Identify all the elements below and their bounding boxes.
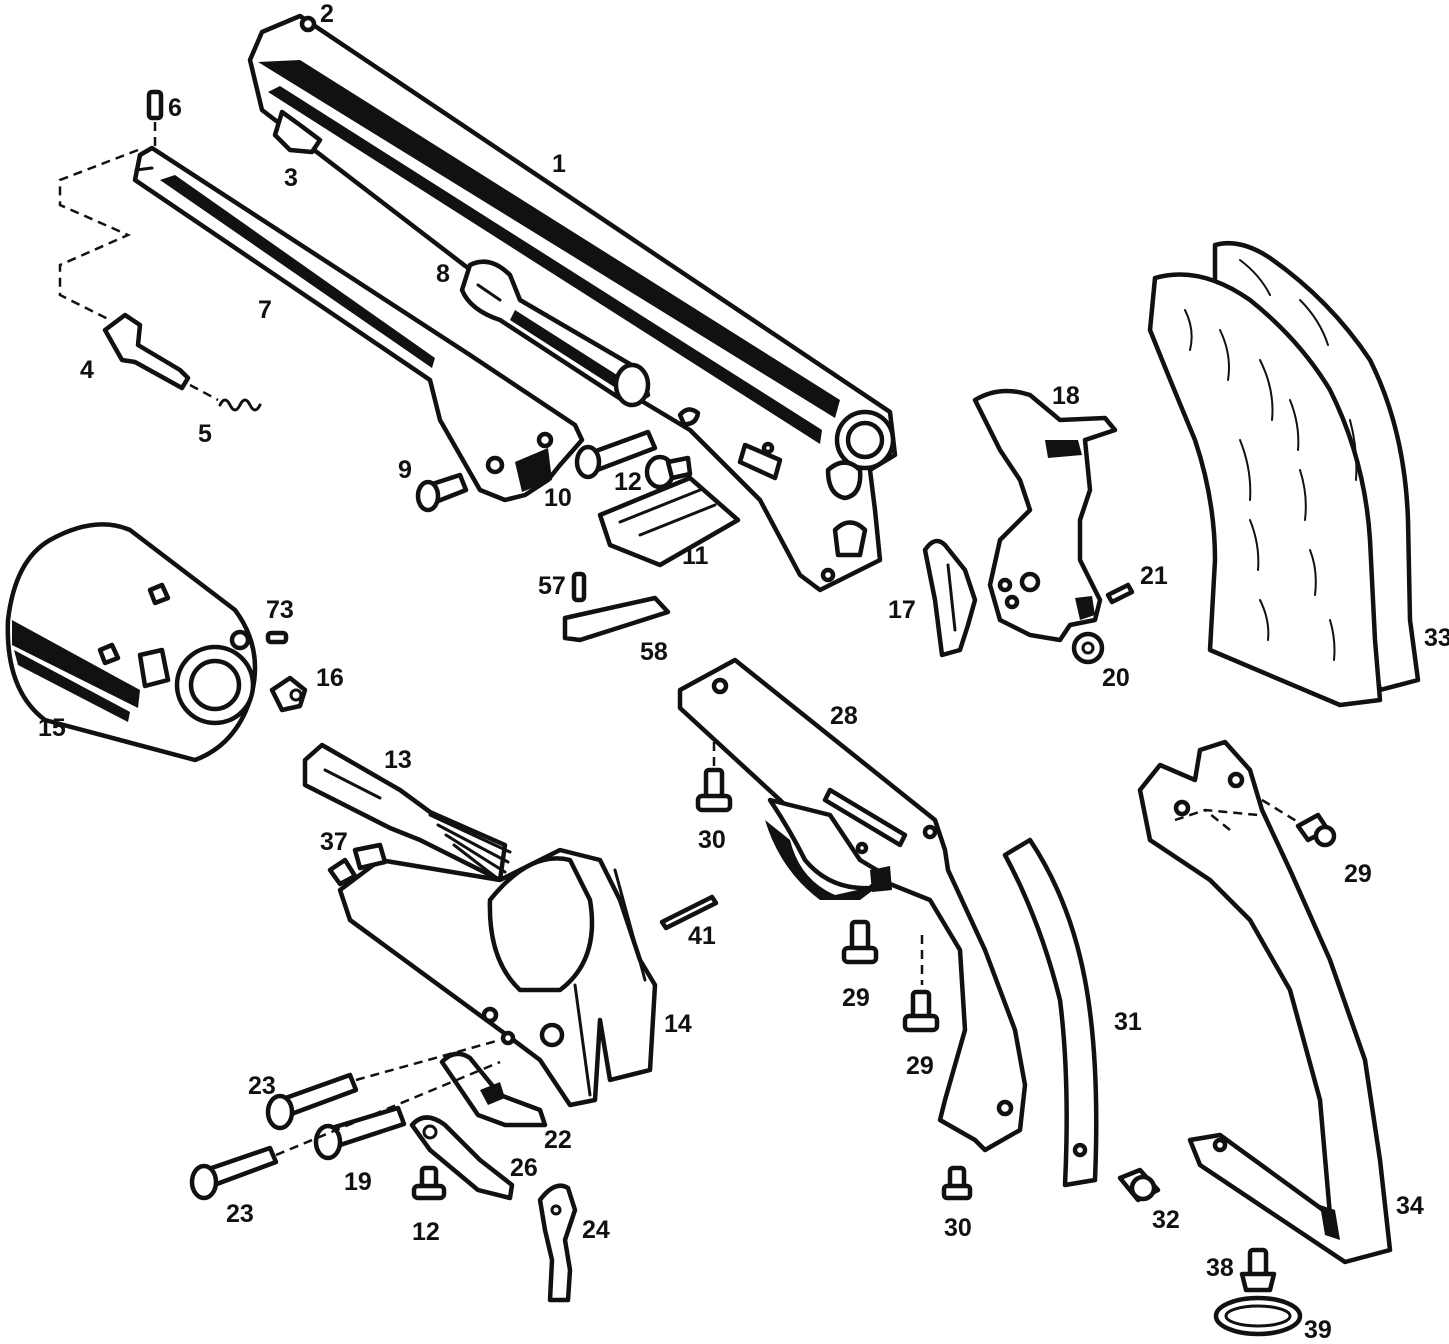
part-hammer-roll-20 [1071, 631, 1105, 665]
part-hand-17 [922, 538, 978, 658]
part-trigger-guard [677, 657, 1028, 1153]
part-screw-29-b [902, 989, 940, 1033]
part-loading-lever [132, 145, 585, 503]
part-screw-29-c [1295, 812, 1337, 848]
callout-11: 11 [682, 542, 709, 570]
callout-9: 9 [398, 456, 412, 484]
callout-23-b: 23 [226, 1200, 254, 1228]
callout-41: 41 [688, 922, 716, 950]
callout-30-b: 30 [944, 1214, 972, 1242]
part-lever-latch [102, 312, 191, 391]
callout-37: 37 [320, 828, 348, 856]
callout-5: 5 [198, 420, 212, 448]
callout-12-b: 12 [412, 1218, 440, 1246]
part-screw-12-c [411, 1165, 447, 1201]
part-grip-screw-38 [1239, 1247, 1277, 1293]
callout-31: 31 [1114, 1008, 1142, 1036]
callout-4: 4 [80, 356, 94, 384]
part-screw-23-b [189, 1145, 279, 1201]
part-bolt-22 [439, 1051, 548, 1128]
part-latch-pin [146, 89, 164, 150]
part-barrel-wedge [597, 475, 741, 568]
callout-19: 19 [344, 1168, 372, 1196]
callout-13: 13 [384, 746, 412, 774]
callout-16: 16 [316, 664, 344, 692]
part-cylinder [5, 522, 258, 763]
callout-22: 22 [544, 1126, 572, 1154]
callout-34: 34 [1396, 1192, 1424, 1220]
callout-15: 15 [38, 714, 66, 742]
part-screw-12-a [574, 429, 658, 480]
callout-26: 26 [510, 1154, 538, 1182]
part-mainspring [1002, 837, 1099, 1188]
callout-29-a: 29 [842, 984, 870, 1012]
part-frame [247, 13, 898, 593]
callout-39: 39 [1304, 1316, 1332, 1344]
callout-73: 73 [266, 596, 294, 624]
callout-1: 1 [552, 150, 566, 178]
part-hammer-pin-21 [1105, 582, 1135, 605]
part-screw-32 [1117, 1167, 1161, 1203]
part-pin-41 [659, 894, 719, 931]
assembly-guide-29c [1261, 798, 1299, 824]
part-recoil-shield [337, 847, 658, 1108]
assembly-guide-23 [275, 1038, 501, 1157]
callout-6: 6 [168, 94, 182, 122]
callout-28: 28 [830, 702, 858, 730]
callout-30-a: 30 [698, 826, 726, 854]
callout-29-b: 29 [906, 1052, 934, 1080]
part-screw-12-b [644, 454, 693, 490]
callout-58: 58 [640, 638, 668, 666]
callout-2: 2 [320, 0, 334, 28]
part-latch-spring [189, 383, 262, 412]
part-screw-29-a [841, 919, 879, 965]
part-wedge-screw [571, 571, 587, 603]
callout-18: 18 [1052, 382, 1080, 410]
part-screw-30-a [695, 767, 733, 813]
callout-57: 57 [538, 572, 566, 600]
part-callouts: 1 2 3 6 7 8 4 5 9 10 12 11 57 58 18 17 2… [38, 0, 1449, 1344]
callout-17: 17 [888, 596, 916, 624]
callout-24: 24 [582, 1216, 610, 1244]
part-nipple [269, 675, 308, 713]
callout-10: 10 [544, 484, 572, 512]
part-screw-30-b [941, 1165, 973, 1201]
part-front-sight [299, 15, 317, 33]
callout-32: 32 [1152, 1206, 1180, 1234]
part-rammer [459, 259, 651, 408]
part-cone-pin [265, 630, 289, 645]
callout-3: 3 [284, 164, 298, 192]
part-lanyard-ring-39 [1213, 1295, 1303, 1337]
part-hammer [972, 388, 1118, 643]
callout-20: 20 [1102, 664, 1130, 692]
callout-8: 8 [436, 260, 450, 288]
assembly-guide-lever [58, 148, 139, 322]
part-screw-23-a [265, 1072, 359, 1131]
callout-12-a: 12 [614, 468, 642, 496]
part-arbor [302, 742, 512, 884]
callout-21: 21 [1140, 562, 1168, 590]
part-grip [1147, 240, 1421, 708]
callout-7: 7 [258, 296, 272, 324]
callout-29-c: 29 [1344, 860, 1372, 888]
callout-23-a: 23 [248, 1072, 276, 1100]
part-trigger-24 [537, 1183, 578, 1303]
part-screw-19 [313, 1105, 407, 1161]
part-backstrap [1137, 739, 1393, 1265]
callout-38: 38 [1206, 1254, 1234, 1282]
callout-14: 14 [664, 1010, 692, 1038]
callout-33: 33 [1424, 624, 1449, 652]
part-screw-9 [415, 472, 469, 513]
part-trigger-bolt-spring-26 [409, 1115, 515, 1201]
part-wedge-spring [562, 595, 671, 643]
part-hammer-screw-37 [327, 842, 388, 887]
